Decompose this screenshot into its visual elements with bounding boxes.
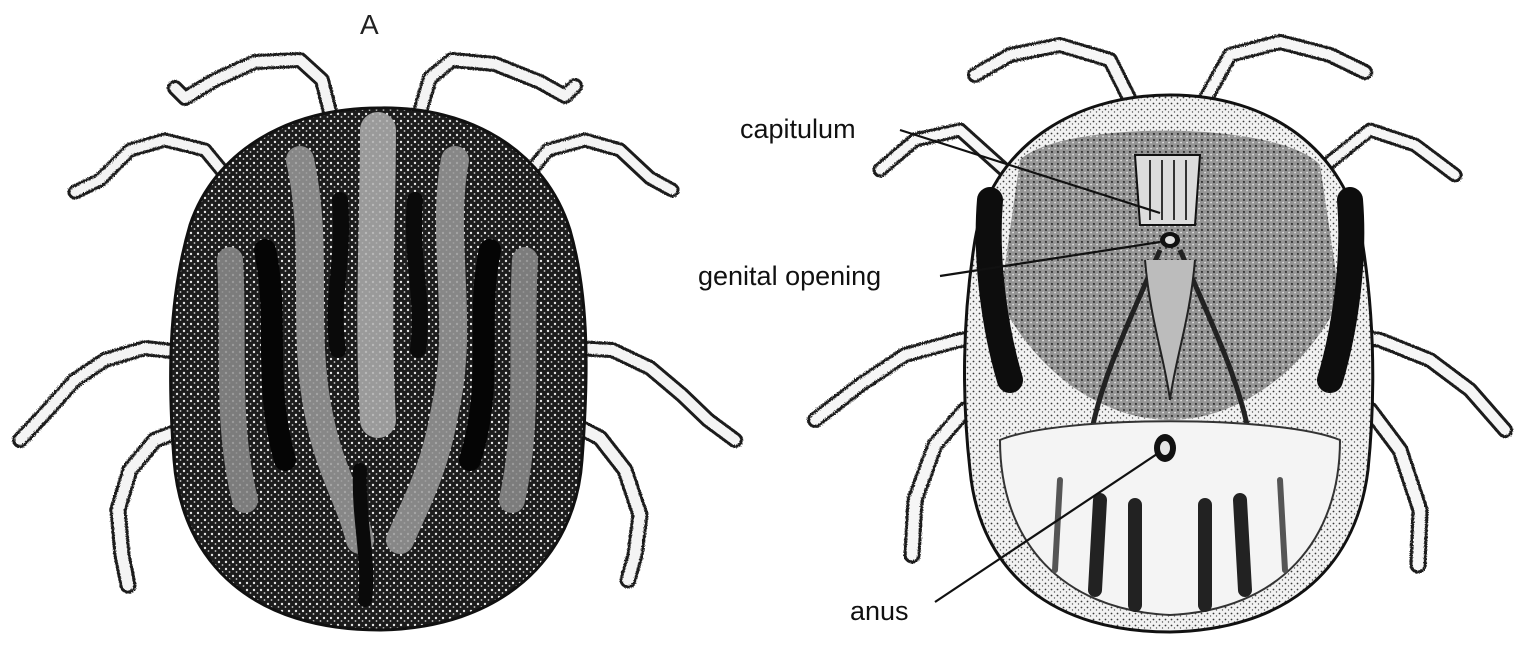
capitulum-structure — [1135, 155, 1200, 225]
label-genital-opening: genital opening — [698, 261, 881, 291]
panel-letter: A — [360, 9, 379, 40]
dorsal-view: A — [20, 9, 735, 630]
label-anus: anus — [850, 596, 909, 626]
ventral-view — [815, 42, 1505, 632]
label-capitulum: capitulum — [740, 114, 856, 144]
